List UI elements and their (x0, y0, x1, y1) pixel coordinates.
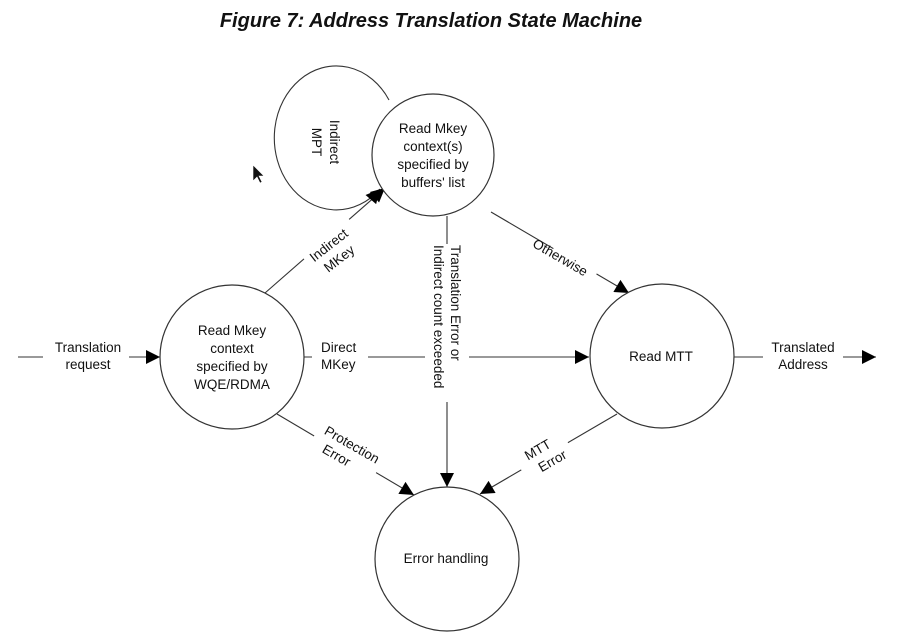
svg-text:Indirect count exceeded: Indirect count exceeded (431, 245, 446, 388)
label-translation-request: Translation request (55, 340, 121, 372)
svg-text:Indirect: Indirect (327, 120, 342, 165)
svg-text:context: context (210, 341, 254, 356)
svg-text:MKey: MKey (321, 357, 356, 372)
svg-text:specified by: specified by (397, 157, 469, 172)
state-error-handling-label: Error handling (404, 551, 489, 566)
state-indirect-mpt-label: Indirect MPT (309, 120, 342, 165)
edge-indirect-mpt-loop (273, 65, 390, 211)
svg-text:Translation Error or: Translation Error or (448, 245, 463, 361)
svg-text:buffers' list: buffers' list (401, 175, 465, 190)
svg-text:MPT: MPT (309, 128, 324, 157)
state-read-mtt (589, 283, 735, 429)
svg-text:specified by: specified by (196, 359, 268, 374)
state-error-handling (374, 486, 520, 632)
state-read-mkey-wqe (159, 284, 305, 430)
svg-text:WQE/RDMA: WQE/RDMA (194, 377, 270, 392)
state-read-mtt-label: Read MTT (629, 349, 693, 364)
figure-title: Figure 7: Address Translation State Mach… (219, 10, 643, 32)
state-read-mkey-wqe-label: Read Mkey context specified by WQE/RDMA (194, 323, 270, 392)
svg-text:context(s): context(s) (403, 139, 462, 154)
svg-text:request: request (65, 357, 110, 372)
svg-text:Translated: Translated (771, 340, 834, 355)
svg-text:Translation: Translation (55, 340, 121, 355)
label-direct-mkey: Direct MKey (321, 340, 357, 372)
label-translated-address: Translated Address (771, 340, 834, 372)
state-read-mkey-buffers-label: Read Mkey context(s) specified by buffer… (397, 121, 469, 190)
mouse-cursor-icon (252, 164, 265, 184)
svg-text:Read Mkey: Read Mkey (399, 121, 468, 136)
svg-text:Direct: Direct (321, 340, 357, 355)
label-translation-error: Translation Error or Indirect count exce… (431, 245, 463, 388)
svg-text:Read Mkey: Read Mkey (198, 323, 267, 338)
svg-text:Address: Address (778, 357, 828, 372)
state-read-mkey-buffers (371, 93, 495, 217)
